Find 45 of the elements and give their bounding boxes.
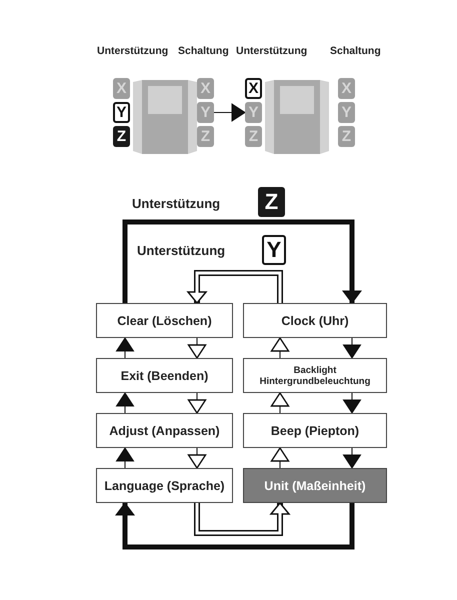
key-symbol: Y (245, 102, 262, 123)
key-symbol: Y (113, 102, 130, 123)
key-symbol: X (113, 78, 130, 99)
double-line-arrow (187, 270, 283, 304)
key-symbol: Z (258, 187, 285, 217)
key-symbol: Z (338, 126, 355, 147)
arrowhead (116, 448, 134, 468)
key-symbol: Z (245, 126, 262, 147)
arrowhead (343, 392, 361, 414)
key-symbol: X (338, 78, 355, 99)
arrowhead (270, 337, 290, 358)
arrowhead (343, 448, 361, 468)
key-symbol: Y (197, 102, 214, 123)
arrowhead (270, 447, 290, 468)
key-symbol: Z (113, 126, 130, 147)
column-heading: Schaltung (330, 45, 381, 57)
selected-menu-item: Unit (Maßeinheit) (243, 468, 387, 503)
menu-item: Clock (Uhr) (243, 303, 387, 338)
arrowhead (188, 338, 206, 359)
key-symbol: X (245, 78, 262, 99)
arrowhead (343, 338, 361, 358)
edge-label: Unterstützung (132, 196, 220, 211)
menu-item: Exit (Beenden) (96, 358, 233, 393)
arrowhead (188, 392, 206, 414)
menu-item: Beep (Piepton) (243, 413, 387, 448)
arrowhead (116, 338, 134, 358)
key-symbol: Y (338, 102, 355, 123)
menu-item: Backlight Hintergrundbeleuchtung (243, 358, 387, 393)
edge-label: Unterstützung (137, 243, 226, 258)
key-symbol: X (197, 78, 214, 99)
column-heading: Unterstützung (97, 45, 168, 57)
key-symbol: Z (197, 126, 214, 147)
arrowhead (214, 104, 246, 122)
arrow (116, 502, 354, 550)
menu-item: Language (Sprache) (96, 468, 233, 503)
menu-item: Clear (Löschen) (96, 303, 233, 338)
arrowhead (188, 448, 206, 469)
arrowhead (116, 392, 134, 414)
double-line-arrow (194, 502, 290, 536)
menu-item: Adjust (Anpassen) (96, 413, 233, 448)
key-symbol: Y (262, 235, 286, 265)
column-heading: Schaltung (178, 45, 229, 57)
arrowhead (270, 392, 290, 414)
column-heading: Unterstützung (236, 45, 308, 57)
arrow (122, 220, 362, 304)
